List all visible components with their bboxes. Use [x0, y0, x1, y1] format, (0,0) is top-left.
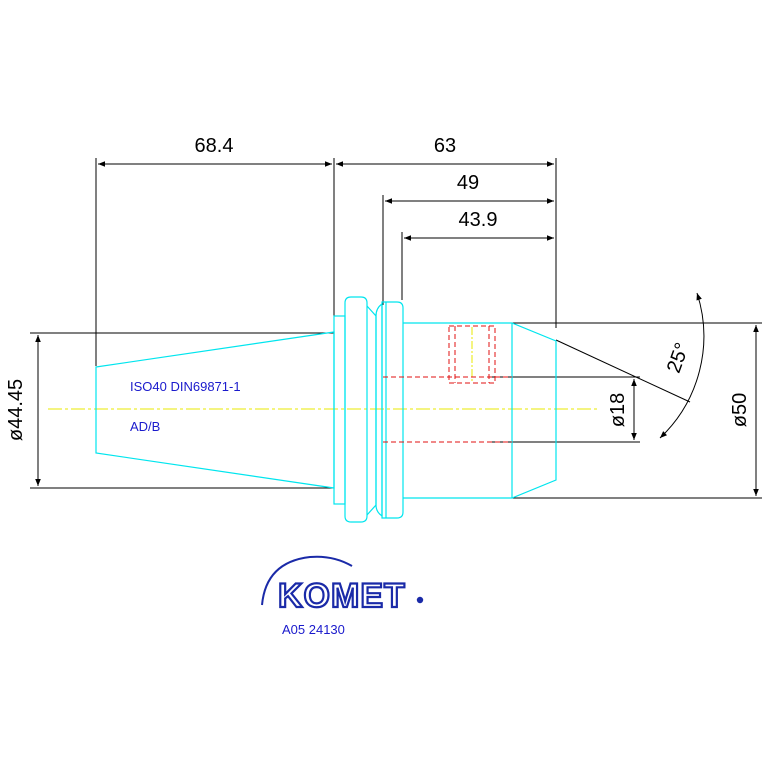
dim-body-diameter: ø50: [729, 393, 751, 427]
dim-bore-diameter: ø18: [607, 393, 629, 427]
dim-total-length: 63: [434, 135, 456, 157]
logo-dot-icon: [416, 596, 424, 604]
logo-arc-icon: [261, 555, 353, 606]
dimension-lines: [30, 158, 762, 499]
dim-taper-length: 68.4: [195, 135, 234, 157]
dim-length-49: 49: [457, 172, 479, 194]
dim-length-43-9: 43.9: [459, 209, 498, 231]
standard-label: ISO40 DIN69871-1: [130, 379, 241, 394]
tool-holder-outline: [95, 296, 557, 523]
dim-taper-diameter: ø44.45: [5, 379, 27, 441]
logo-wordmark: KOMET: [278, 577, 406, 615]
hidden-lines: [383, 325, 512, 443]
variant-label: AD/B: [130, 419, 160, 434]
komet-logo: KOMET: [261, 555, 424, 616]
part-number: A05 24130: [282, 622, 345, 637]
dim-angle: 25°: [663, 340, 694, 376]
